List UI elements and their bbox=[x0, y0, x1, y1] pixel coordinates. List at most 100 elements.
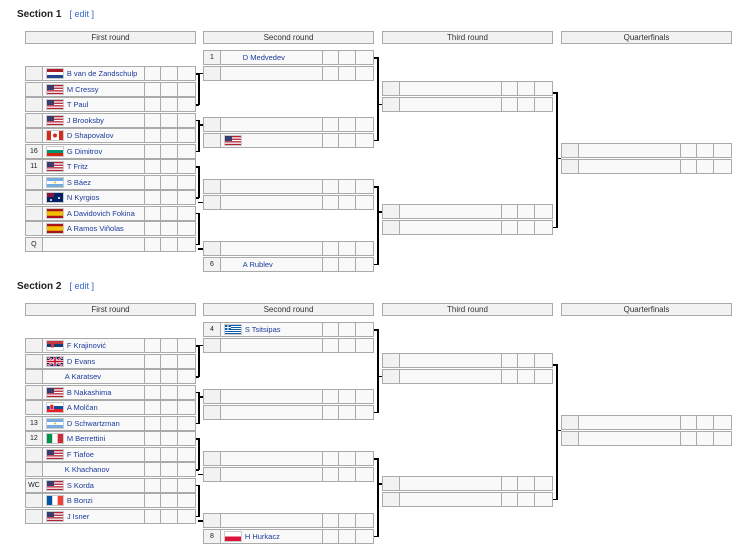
bracket-line bbox=[377, 57, 379, 141]
player-cell bbox=[221, 390, 323, 403]
player-cell: T Fritz bbox=[43, 160, 145, 173]
third-round-row bbox=[382, 491, 553, 507]
player-name-link[interactable]: D Evans bbox=[66, 356, 96, 366]
score-cell bbox=[535, 205, 552, 218]
seed-cell bbox=[204, 452, 221, 465]
player-cell bbox=[400, 354, 502, 367]
seed-cell bbox=[204, 405, 221, 419]
player-cell bbox=[400, 82, 502, 95]
seed-cell bbox=[204, 514, 221, 527]
score-cell bbox=[535, 354, 552, 367]
first-round-row: A Ramos Viñolas bbox=[25, 221, 196, 236]
player-name-link[interactable]: K Khachanov bbox=[64, 465, 110, 474]
score-cell bbox=[161, 385, 179, 399]
player-cell: J Isner bbox=[43, 509, 145, 523]
edit-link[interactable]: [ edit ] bbox=[69, 281, 94, 291]
player-name-link[interactable]: T Paul bbox=[66, 100, 89, 109]
second-round-row bbox=[203, 241, 374, 256]
score-cell bbox=[339, 242, 357, 255]
second-round-row bbox=[203, 117, 374, 132]
score-cell bbox=[339, 529, 357, 543]
score-cell bbox=[323, 390, 340, 403]
seed-cell bbox=[26, 98, 43, 111]
player-name-link[interactable]: A Molčan bbox=[66, 403, 98, 412]
score-cell bbox=[339, 338, 357, 352]
score-cell bbox=[145, 82, 162, 96]
player-name-link[interactable]: A Ramos Viñolas bbox=[66, 224, 124, 233]
seed-cell: 16 bbox=[26, 144, 43, 158]
player-name-link[interactable]: D Medvedev bbox=[242, 53, 285, 62]
seed-cell: 8 bbox=[204, 529, 221, 543]
seed-cell bbox=[204, 133, 221, 147]
score-cell bbox=[502, 492, 519, 506]
flag-us-icon bbox=[45, 83, 64, 95]
second-round-row bbox=[203, 451, 374, 466]
player-name-link[interactable]: S Báez bbox=[66, 177, 91, 187]
bracket-line bbox=[553, 92, 557, 94]
seed-cell bbox=[383, 492, 400, 506]
round-header: First round bbox=[25, 31, 196, 44]
player-name-link[interactable]: T Fritz bbox=[66, 162, 88, 171]
player-name-link[interactable]: A Davidovich Fokina bbox=[66, 208, 135, 218]
player-cell bbox=[400, 97, 502, 111]
seed-cell bbox=[204, 390, 221, 403]
score-cell bbox=[697, 416, 715, 429]
score-cell bbox=[339, 323, 357, 336]
player-cell bbox=[400, 220, 502, 234]
edit-link[interactable]: [ edit ] bbox=[69, 9, 94, 19]
player-cell bbox=[221, 405, 323, 419]
player-name-link[interactable]: S Tsitsipas bbox=[244, 325, 281, 334]
player-name-link[interactable]: J Isner bbox=[66, 511, 90, 521]
score-cell bbox=[161, 339, 179, 352]
score-cell bbox=[502, 477, 519, 490]
bracket-line bbox=[196, 469, 199, 471]
seed-cell bbox=[204, 242, 221, 255]
flag-es-icon bbox=[45, 223, 64, 234]
bracket-line bbox=[374, 329, 378, 331]
player-name-link[interactable]: N Kyrgios bbox=[66, 193, 100, 202]
flag-ar-icon bbox=[45, 176, 64, 188]
player-cell: M Berrettini bbox=[43, 432, 145, 445]
score-cell bbox=[339, 195, 357, 209]
player-name-link[interactable]: G Dimitrov bbox=[66, 146, 103, 156]
player-name-link[interactable]: D Schwartzman bbox=[66, 418, 120, 428]
flag-bg-icon bbox=[45, 145, 64, 157]
player-name-link[interactable]: H Hurkacz bbox=[244, 531, 280, 541]
score-cell bbox=[356, 258, 373, 271]
player-name-link[interactable]: F Krajinović bbox=[66, 341, 106, 350]
seed-cell: 13 bbox=[26, 416, 43, 430]
player-name-link[interactable]: D Shapovalov bbox=[66, 131, 114, 140]
second-round-row bbox=[203, 337, 374, 353]
bracket-line bbox=[196, 119, 199, 121]
bracket-line bbox=[198, 201, 203, 203]
round-header: Second round bbox=[203, 303, 374, 316]
seed-cell bbox=[26, 191, 43, 204]
score-cell bbox=[323, 242, 340, 255]
player-name-link[interactable]: B Nakashima bbox=[66, 387, 112, 397]
score-cell bbox=[178, 129, 195, 142]
player-name-link[interactable]: A Karatsev bbox=[64, 372, 102, 381]
first-round-row: Q bbox=[25, 236, 196, 252]
player-cell: T Paul bbox=[43, 98, 145, 111]
bracket-line bbox=[198, 166, 200, 198]
bracket-line bbox=[196, 484, 199, 486]
player-name-link[interactable]: M Berrettini bbox=[66, 434, 106, 443]
player-name-link[interactable]: F Tiafoe bbox=[66, 449, 94, 459]
score-cell bbox=[161, 509, 179, 523]
player-name-link[interactable]: A Rublev bbox=[242, 259, 273, 269]
player-name-link[interactable]: B van de Zandschulp bbox=[66, 69, 138, 78]
seed-cell bbox=[204, 195, 221, 209]
player-name-link[interactable]: B Bonzi bbox=[66, 496, 93, 505]
flag-us-icon bbox=[223, 134, 242, 146]
player-name-link[interactable]: S Korda bbox=[66, 480, 94, 490]
flag-gb-icon bbox=[45, 355, 64, 367]
score-cell bbox=[681, 144, 698, 157]
score-cell bbox=[145, 222, 162, 235]
score-cell bbox=[339, 257, 357, 271]
player-name-link[interactable]: J Brooksby bbox=[66, 115, 104, 125]
player-cell: M Cressy bbox=[43, 82, 145, 96]
player-name-link[interactable]: M Cressy bbox=[66, 84, 99, 94]
score-cell bbox=[697, 431, 715, 445]
player-cell: G Dimitrov bbox=[43, 144, 145, 158]
quarterfinal-row bbox=[561, 415, 732, 430]
